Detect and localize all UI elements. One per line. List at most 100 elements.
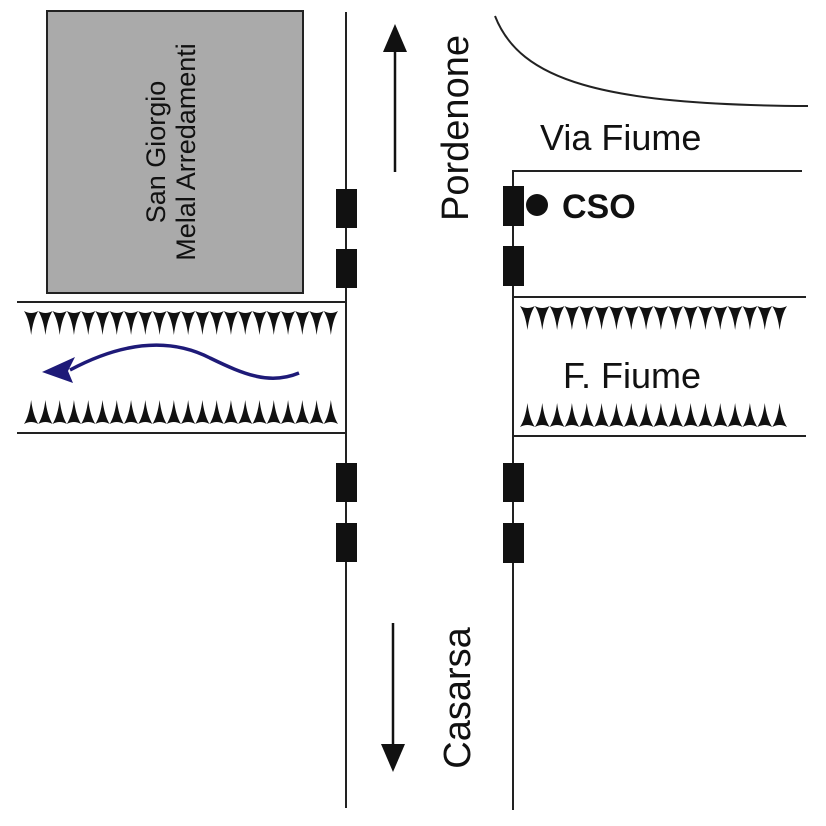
marker-block — [503, 246, 524, 286]
bank-tooth — [623, 306, 639, 330]
bank-tooth — [323, 400, 338, 424]
bank-tooth — [609, 306, 624, 330]
riverbank-teeth-west-south — [24, 400, 338, 424]
marker-block — [503, 186, 524, 226]
bank-tooth — [295, 311, 310, 335]
marker-block — [503, 523, 524, 563]
bank-tooth — [266, 400, 281, 424]
bank-tooth — [757, 306, 773, 330]
bank-tooth — [772, 403, 787, 427]
bank-tooth — [252, 400, 267, 424]
bank-tooth — [123, 400, 139, 424]
bank-tooth — [81, 311, 96, 335]
flow-arrow-shaft — [69, 343, 300, 381]
bank-tooth — [109, 400, 124, 424]
bank-tooth — [38, 400, 53, 424]
riverbank-teeth-west-north — [24, 311, 338, 335]
bank-tooth — [309, 400, 324, 424]
bank-tooth — [52, 400, 67, 424]
bank-tooth — [594, 306, 609, 330]
bank-tooth — [24, 311, 39, 335]
arrow-up-icon — [383, 24, 407, 52]
bank-tooth — [757, 403, 773, 427]
bank-tooth — [166, 400, 181, 424]
bank-tooth — [727, 306, 743, 330]
bank-tooth — [683, 306, 698, 330]
flow-arrow-head-icon — [42, 357, 75, 383]
bank-tooth — [280, 311, 296, 335]
bank-tooth — [712, 306, 728, 330]
bank-tooth — [95, 311, 110, 335]
bank-tooth — [66, 311, 82, 335]
bank-tooth — [653, 403, 669, 427]
via-fiume-label: Via Fiume — [540, 117, 701, 158]
bank-tooth — [138, 400, 153, 424]
bank-tooth — [181, 311, 196, 335]
bank-tooth — [152, 311, 167, 335]
bank-tooth — [683, 403, 698, 427]
bank-tooth — [742, 403, 758, 427]
bank-tooth — [252, 311, 267, 335]
bank-tooth — [181, 400, 196, 424]
bank-tooth — [109, 311, 124, 335]
marker-block — [336, 523, 357, 562]
bank-tooth — [579, 306, 595, 330]
bank-tooth — [623, 403, 639, 427]
bank-tooth — [564, 306, 580, 330]
riverbank-teeth-east-south — [520, 403, 787, 427]
building-san-giorgio — [46, 10, 304, 294]
casarsa-label: Casarsa — [437, 626, 479, 768]
bank-tooth — [698, 306, 713, 330]
bank-tooth — [238, 311, 253, 335]
bank-tooth — [549, 403, 565, 427]
bank-tooth — [209, 400, 224, 424]
bank-tooth — [772, 306, 787, 330]
building-label-line1: San Giorgio — [141, 81, 171, 224]
bank-tooth — [95, 400, 110, 424]
bank-tooth — [564, 403, 580, 427]
bank-tooth — [698, 403, 713, 427]
marker-block — [503, 463, 524, 502]
bank-tooth — [295, 400, 310, 424]
bank-tooth — [223, 400, 239, 424]
bank-tooth — [152, 400, 167, 424]
bank-tooth — [166, 311, 181, 335]
bank-tooth — [742, 306, 758, 330]
bank-tooth — [223, 311, 239, 335]
bank-tooth — [38, 311, 53, 335]
bank-tooth — [280, 400, 296, 424]
marker-block — [336, 463, 357, 502]
riverbank-teeth-east-north — [520, 306, 787, 330]
pordenone-label: Pordenone — [435, 35, 477, 221]
bridge-markers — [336, 186, 524, 563]
cso-point-icon — [526, 194, 548, 216]
bank-tooth — [138, 311, 153, 335]
bank-tooth — [309, 311, 324, 335]
bank-tooth — [520, 403, 535, 427]
bank-tooth — [609, 403, 624, 427]
building-label-line2: Melal Arredamenti — [171, 43, 201, 261]
bank-tooth — [195, 311, 210, 335]
bank-tooth — [712, 403, 728, 427]
bank-tooth — [52, 311, 67, 335]
bank-tooth — [638, 306, 654, 330]
bank-tooth — [520, 306, 535, 330]
via-fiume-curb-north — [494, 15, 809, 107]
marker-block — [336, 249, 357, 288]
bank-tooth — [238, 400, 253, 424]
bank-tooth — [266, 311, 281, 335]
bank-tooth — [579, 403, 595, 427]
bank-tooth — [668, 306, 684, 330]
cso-label: CSO — [562, 188, 636, 226]
bank-tooth — [638, 403, 654, 427]
bank-tooth — [594, 403, 609, 427]
bank-tooth — [123, 311, 139, 335]
bank-tooth — [195, 400, 210, 424]
bank-tooth — [549, 306, 565, 330]
bank-tooth — [668, 403, 684, 427]
bank-tooth — [323, 311, 338, 335]
arrow-down-icon — [381, 744, 405, 772]
bank-tooth — [727, 403, 743, 427]
bank-tooth — [24, 400, 39, 424]
